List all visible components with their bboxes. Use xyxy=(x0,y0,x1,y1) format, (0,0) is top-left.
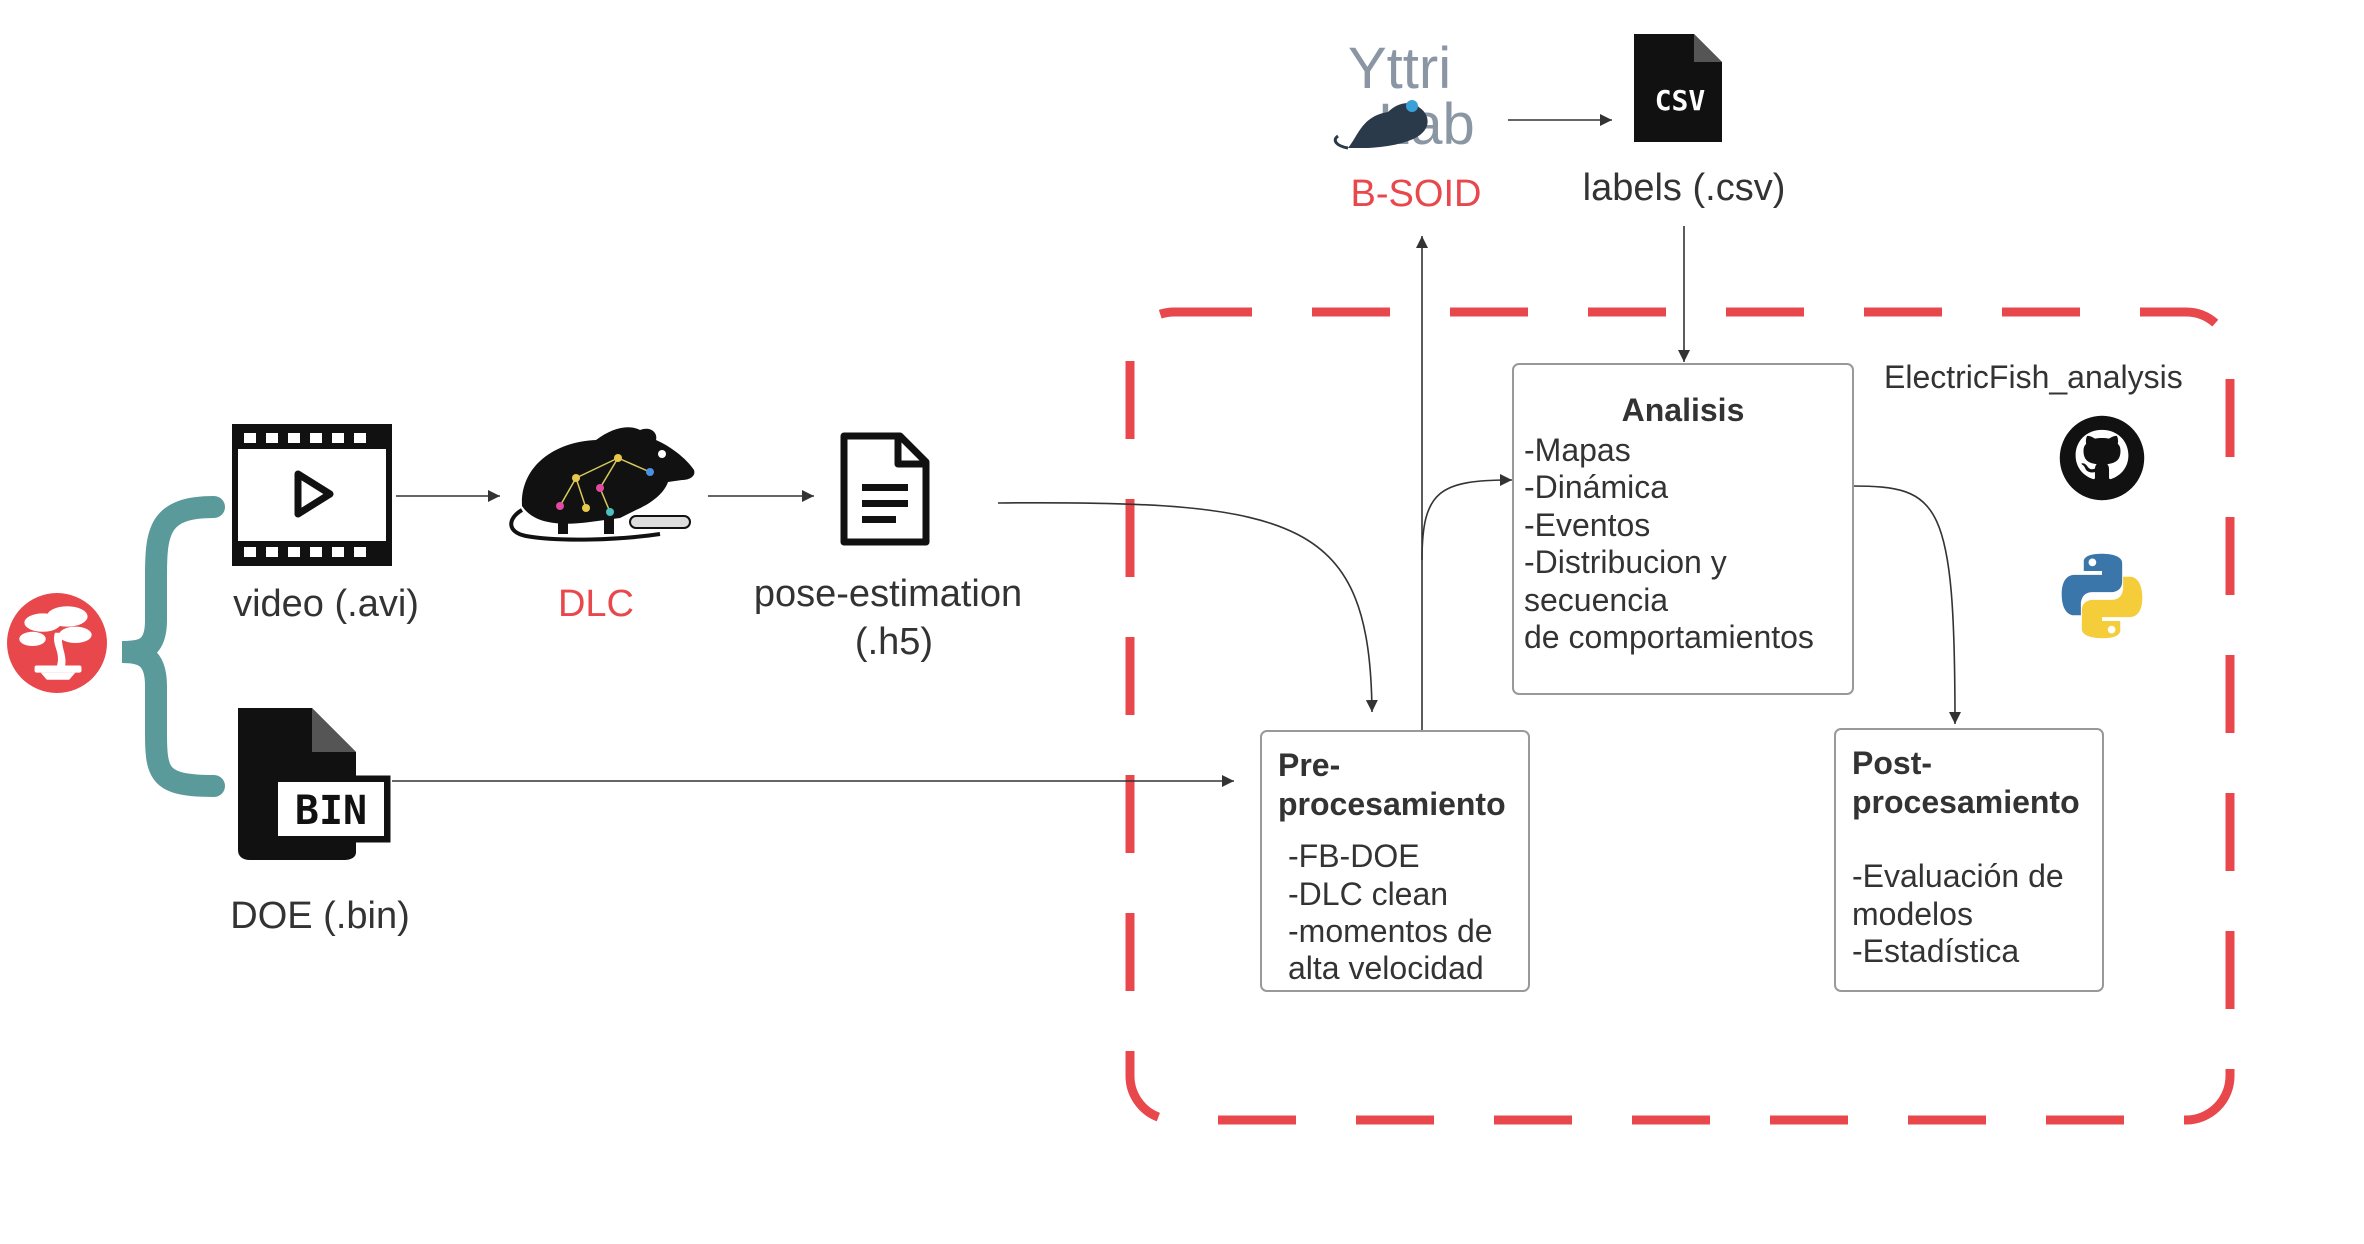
box-analisis-title: Analisis xyxy=(1621,392,1745,428)
list-item: -momentos de xyxy=(1288,912,1493,949)
arrow-pose-pre xyxy=(997,501,1378,713)
box-analisis-items: -Mapas -Dinámica -Eventos -Distribucion … xyxy=(1524,432,1842,657)
bin-file-icon: BIN xyxy=(232,702,392,862)
list-item: alta velocidad xyxy=(1288,950,1484,987)
list-item xyxy=(1852,822,2086,858)
bonsai-tree-icon xyxy=(6,592,108,694)
list-item: -Mapas xyxy=(1524,432,1631,469)
list-item: -Evaluación de xyxy=(1852,858,2064,895)
pose-label-line2: (.h5) xyxy=(854,621,934,663)
box-pre-title: Pre- procesamiento xyxy=(1278,747,1506,823)
box-post-items: -Evaluación de modelos -Estadística xyxy=(1852,822,2086,970)
mouse-skeleton-icon xyxy=(500,418,700,548)
arrow-analisis-post xyxy=(1851,485,1961,725)
box-postprocesamiento: Post- procesamiento -Evaluación de model… xyxy=(1834,728,2104,992)
list-item: de comportamientos xyxy=(1524,619,1814,656)
box-pre-items: -FB-DOE -DLC clean -momentos de alta vel… xyxy=(1278,838,1512,988)
yttri-logo-line1: Yttri xyxy=(1348,36,1451,101)
film-play-icon xyxy=(232,424,392,566)
bsoid-label: B-SOID xyxy=(1350,173,1482,215)
box-preprocesamiento: Pre- procesamiento -FB-DOE -DLC clean -m… xyxy=(1260,730,1530,992)
github-icon xyxy=(2058,414,2146,502)
svg-text:BIN: BIN xyxy=(295,788,367,834)
box-analisis: Analisis -Mapas -Dinámica -Eventos -Dist… xyxy=(1512,363,1854,695)
doe-label: DOE (.bin) xyxy=(230,895,410,937)
csv-file-icon: CSV xyxy=(1630,30,1726,146)
box-post-title: Post- procesamiento xyxy=(1852,745,2080,821)
labels-label: labels (.csv) xyxy=(1582,167,1786,209)
list-item: -Eventos xyxy=(1524,506,1651,543)
list-item: modelos xyxy=(1852,895,1973,932)
list-item: -FB-DOE xyxy=(1288,838,1420,875)
video-label: video (.avi) xyxy=(233,583,419,625)
document-lines-icon xyxy=(840,432,930,546)
csv-icon-text: CSV xyxy=(1655,84,1706,117)
yttri-lab-logo: Yttri Lab xyxy=(1328,36,1504,157)
list-item: secuencia xyxy=(1524,581,1669,618)
repo-label: ElectricFish_analysis xyxy=(1884,359,2183,395)
processing-region xyxy=(1125,307,2235,1125)
list-item: -Estadística xyxy=(1852,932,2020,969)
curly-brace xyxy=(121,496,225,797)
list-item: -DLC clean xyxy=(1288,875,1449,912)
pose-label-line1: pose-estimation xyxy=(753,573,1023,615)
list-item: -Dinámica xyxy=(1524,469,1669,506)
dlc-label: DLC xyxy=(557,583,635,625)
python-icon xyxy=(2054,548,2150,644)
arrow-to-analisis xyxy=(1421,474,1513,561)
list-item: -Distribucion y xyxy=(1524,544,1727,581)
